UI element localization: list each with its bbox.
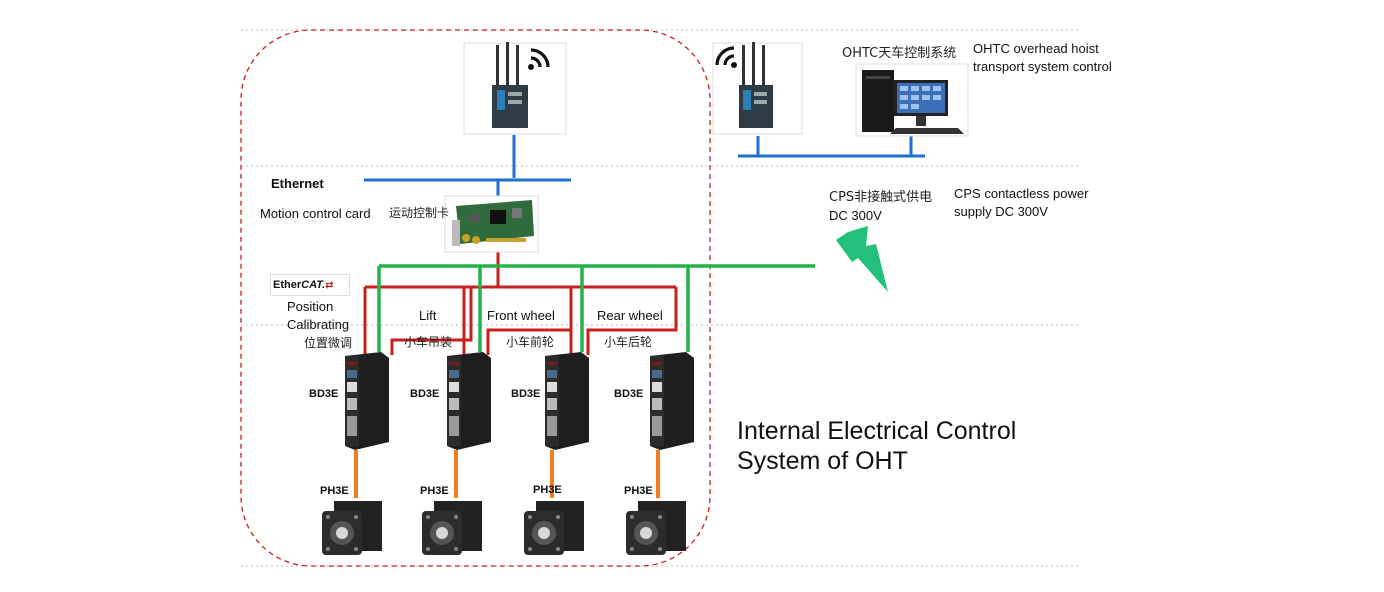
motion-card-label-en: Motion control card bbox=[260, 206, 371, 221]
motion-card-label-cn: 运动控制卡 bbox=[389, 206, 450, 220]
cps-label-cn-1: CPS非接触式供电 bbox=[829, 190, 933, 205]
ohtc-label-en-2: transport system control bbox=[973, 59, 1112, 74]
ethernet-lines bbox=[364, 135, 925, 196]
servo-driver bbox=[533, 352, 591, 450]
cps-label-en-2: supply DC 300V bbox=[954, 204, 1048, 219]
axis-1-label-en-1: Position bbox=[287, 299, 334, 314]
servo-driver-graphic bbox=[545, 352, 589, 450]
servo-motor bbox=[320, 497, 384, 559]
servo-driver-graphic bbox=[650, 352, 694, 450]
lightning-icon bbox=[836, 226, 888, 292]
servo-driver bbox=[638, 352, 696, 450]
ohtc-computer bbox=[855, 63, 969, 137]
motor-model-1: PH3E bbox=[320, 485, 349, 497]
axis-3-label-cn: 小车前轮 bbox=[506, 335, 555, 349]
servo-driver-graphic bbox=[447, 352, 491, 450]
servo-motor bbox=[420, 497, 484, 559]
ethercat-logo-prefix: Ether bbox=[273, 279, 302, 291]
diagram-title-line-1: Internal Electrical Control bbox=[737, 417, 1017, 445]
ethercat-lines bbox=[363, 252, 678, 356]
axis-1-label-cn: 位置微调 bbox=[304, 336, 353, 350]
servo-driver bbox=[435, 352, 493, 450]
servo-driver-graphic bbox=[345, 352, 389, 450]
axis-1-label-en-2: Calibrating bbox=[287, 317, 350, 332]
servo-driver bbox=[333, 352, 391, 450]
cps-label-cn-2: DC 300V bbox=[829, 208, 882, 223]
power-lines bbox=[377, 264, 815, 352]
motor-cables bbox=[354, 450, 660, 498]
axis-3-label-en: Front wheel bbox=[487, 308, 555, 323]
wifi-icon bbox=[715, 46, 737, 68]
axis-2-label-en: Lift bbox=[419, 308, 437, 323]
driver-model-2: BD3E bbox=[410, 388, 440, 400]
servo-motor bbox=[624, 497, 688, 559]
ethercat-logo: EtherCAT.⇄ bbox=[270, 274, 350, 296]
axis-4-label-en: Rear wheel bbox=[597, 308, 663, 323]
axis-4-label-cn: 小车后轮 bbox=[604, 335, 653, 349]
motor-model-3: PH3E bbox=[533, 484, 562, 496]
ohtc-label-en-1: OHTC overhead hoist bbox=[973, 41, 1099, 56]
ethernet-label: Ethernet bbox=[271, 176, 324, 191]
axis-2-label-cn: 小车吊装 bbox=[404, 335, 453, 349]
vehicle-wireless-router bbox=[463, 42, 567, 135]
servo-motor-graphic bbox=[626, 501, 686, 555]
motor-model-4: PH3E bbox=[624, 485, 653, 497]
servo-motor-graphic bbox=[322, 501, 382, 555]
ethercat-arrow-icon: ⇄ bbox=[325, 280, 334, 291]
driver-model-4: BD3E bbox=[614, 388, 644, 400]
ohtc-link bbox=[756, 136, 913, 158]
driver-model-3: BD3E bbox=[511, 388, 541, 400]
ohtc-label-cn: OHTC天车控制系统 bbox=[842, 46, 957, 61]
cps-label-en-1: CPS contactless power bbox=[954, 186, 1089, 201]
diagram-title: Internal Electrical Control System of OH… bbox=[737, 416, 1016, 476]
ethercat-link-3-4 bbox=[586, 287, 678, 355]
driver-model-1: BD3E bbox=[309, 388, 339, 400]
motor-model-2: PH3E bbox=[420, 485, 449, 497]
oht-boundary bbox=[240, 29, 711, 567]
motion-control-card bbox=[444, 195, 539, 253]
ethercat-logo-suffix: CAT. bbox=[301, 279, 326, 291]
wifi-icon bbox=[528, 48, 550, 70]
servo-motor-graphic bbox=[524, 501, 584, 555]
diagram-title-line-2: System of OHT bbox=[737, 447, 908, 475]
ohtc-wireless-router bbox=[712, 42, 803, 135]
servo-motor-graphic bbox=[422, 501, 482, 555]
ethercat-link-1-2 bbox=[390, 287, 473, 355]
servo-motor bbox=[522, 497, 586, 559]
